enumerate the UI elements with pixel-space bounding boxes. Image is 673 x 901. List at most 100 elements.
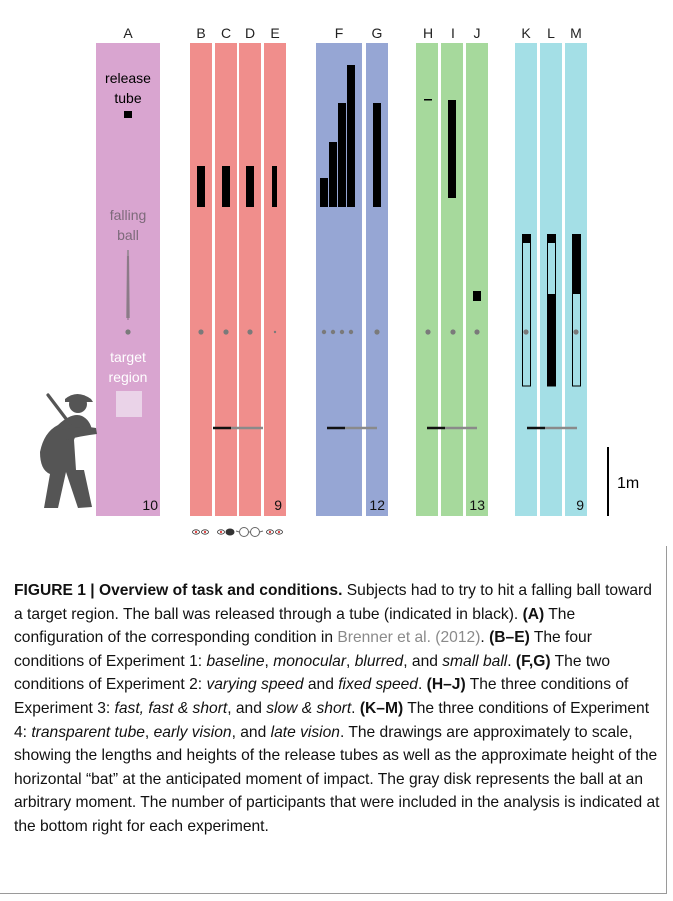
figure-caption-title: FIGURE 1 | Overview of task and conditio…: [14, 582, 343, 599]
caption-panel-ref: (B–E): [489, 629, 530, 647]
caption-text: , and: [231, 723, 271, 741]
caption-text: . The drawings are approximately to scal…: [14, 723, 660, 835]
figure-illustration: A B C D E F G H I J K L M release tube f…: [40, 25, 639, 537]
tube-k-top: [522, 234, 531, 243]
ball-h: [425, 329, 431, 335]
caption-box: [0, 546, 667, 894]
panel-label-i: I: [451, 25, 455, 41]
caption-text: ,: [264, 652, 274, 670]
panel-label-h: H: [423, 25, 433, 41]
ball-f-1: [321, 329, 327, 335]
tube-g: [373, 103, 381, 207]
eye-pair-icon: [266, 529, 283, 535]
condition-h-column: [416, 43, 438, 516]
caption-text: .: [351, 699, 360, 717]
experiment-3-tubes: [424, 99, 481, 301]
caption-text: The three conditions of Experiment 4:: [14, 699, 650, 741]
experiment-3-columns: [416, 43, 488, 516]
ball-d: [247, 329, 253, 335]
ball-f-3: [339, 329, 345, 335]
condition-g-column: [366, 43, 388, 516]
condition-j-column: [466, 43, 488, 516]
panel-label-j: J: [474, 25, 481, 41]
blurry-glasses-icon: [235, 527, 264, 537]
participant-count-g: 12: [369, 497, 385, 513]
tube-j: [473, 291, 481, 301]
eye-patch-icon: [217, 528, 235, 536]
target-region-label: target: [110, 349, 146, 365]
scale-bar-label: 1m: [617, 475, 639, 492]
participant-count-j: 13: [469, 497, 485, 513]
caption-text: .: [507, 652, 516, 670]
caption-condition-name: small ball: [442, 652, 508, 670]
release-tube-label: release: [105, 70, 151, 86]
caption-condition-name: late vision: [270, 723, 340, 741]
panel-label-g: G: [372, 25, 383, 41]
caption-text: , and: [227, 699, 267, 717]
caption-condition-name: varying speed: [206, 676, 304, 694]
participant-count-m: 9: [576, 497, 584, 513]
tube-i: [448, 100, 456, 198]
panel-label-c: C: [221, 25, 231, 41]
caption-panel-ref: (A): [522, 605, 545, 623]
caption-condition-name: fixed speed: [338, 676, 418, 694]
caption-text: .: [480, 629, 490, 647]
tube-l-top: [547, 234, 556, 243]
caption-condition-name: blurred: [354, 652, 404, 670]
panel-label-a: A: [123, 25, 133, 41]
tube-d: [246, 166, 254, 207]
release-tube-marker: [124, 111, 132, 118]
falling-ball-label-2: ball: [117, 227, 139, 243]
caption-text: and: [303, 676, 339, 694]
caption-text: .: [417, 676, 427, 694]
ball-c: [223, 329, 229, 335]
caption-text: , and: [403, 652, 443, 670]
caption-panel-ref: (F,G): [515, 652, 551, 670]
caption-condition-name: baseline: [206, 652, 265, 670]
experiment-4-columns: [515, 43, 587, 516]
caption-panel-ref: (H–J): [426, 676, 466, 694]
experiment-4-tubes: [522, 234, 581, 387]
ball-f-4: [348, 329, 354, 335]
caption-text: The three conditions of Experiment 3:: [14, 676, 629, 717]
tube-h: [424, 99, 432, 101]
condition-b-column: [190, 43, 212, 516]
ball-j: [474, 329, 480, 335]
tube-f-2: [329, 142, 337, 207]
panel-label-f: F: [335, 25, 344, 41]
tube-f-3: [338, 103, 346, 207]
panel-label-b: B: [196, 25, 205, 41]
experiment-4-balls: [523, 329, 579, 335]
ball-f-2: [330, 329, 336, 335]
panel-label-d: D: [245, 25, 255, 41]
tube-f-1: [320, 178, 328, 207]
ball-k: [523, 329, 529, 335]
experiment-2-tubes: [320, 65, 381, 207]
tube-l-visible: [547, 294, 556, 386]
caption-text: Subjects had to try to hit a falling bal…: [14, 582, 652, 623]
panel-label-l: L: [547, 25, 555, 41]
ball-e: [273, 330, 277, 334]
caption-citation-link[interactable]: Brenner et al. (2012): [337, 629, 481, 647]
experiment-1-tubes: [197, 166, 277, 207]
experiment-2-balls: [321, 329, 380, 335]
experiment-1-columns: [190, 43, 286, 516]
caption-condition-name: early vision: [153, 723, 232, 741]
condition-l-column: [540, 43, 562, 516]
experiment-3-balls: [425, 329, 480, 335]
caption-condition-name: slow & short: [266, 699, 352, 717]
ball-i: [450, 329, 456, 335]
participant-count-a: 10: [142, 497, 158, 513]
experiment-1-balls: [198, 329, 277, 335]
tube-b: [197, 166, 205, 207]
condition-c-column: [215, 43, 237, 516]
participant-count-e: 9: [274, 497, 282, 513]
condition-i-column: [441, 43, 463, 516]
tube-m-visible: [572, 234, 581, 294]
condition-d-column: [239, 43, 261, 516]
caption-condition-name: fast, fast & short: [114, 699, 228, 717]
tube-c: [222, 166, 230, 207]
target-region: [116, 391, 142, 417]
caption-panel-ref: (K–M): [359, 699, 404, 717]
release-tube-label-2: tube: [114, 90, 141, 106]
